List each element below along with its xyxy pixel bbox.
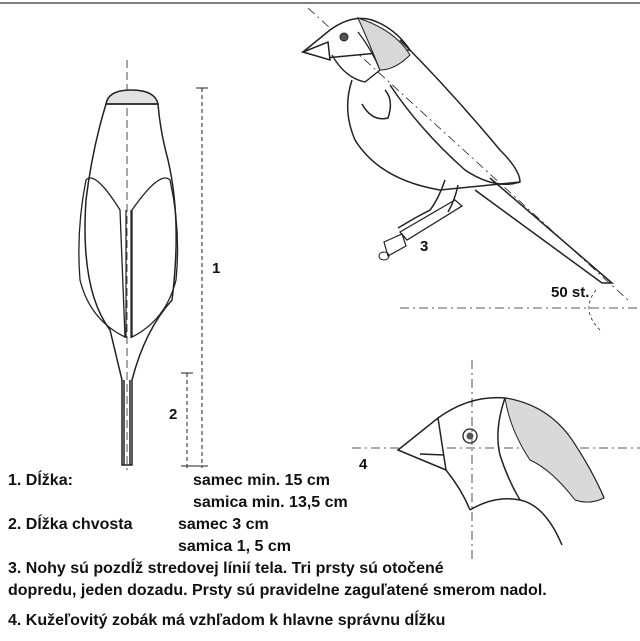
legend-item4: 4. Kužeľovitý zobák má vzhľadom k hlavne…	[8, 612, 446, 629]
legend-item1-female: samica min. 13,5 cm	[193, 494, 348, 511]
legend-item3-line2: dopredu, jeden dozadu. Prsty sú pravidel…	[8, 582, 547, 599]
length-marker: 1	[212, 260, 221, 277]
angle-label: 50 st.	[551, 284, 590, 301]
feet-marker: 3	[420, 238, 429, 255]
rear-body	[84, 103, 177, 466]
legend-item2-female: samica 1, 5 cm	[178, 538, 291, 555]
measure-lines	[181, 87, 208, 468]
right-wing	[131, 177, 179, 339]
legend-item1-male: samec min. 15 cm	[193, 472, 330, 489]
tail-marker: 2	[169, 406, 178, 423]
legend-item1-title: 1. Dĺžka:	[8, 472, 73, 489]
rear-head	[105, 89, 159, 105]
angle-arc	[588, 289, 601, 331]
rear-view-bird	[78, 60, 179, 470]
head-closeup	[352, 360, 640, 560]
legend-item2-title: 2. Dĺžka chvosta	[8, 516, 133, 533]
legend-item2-male: samec 3 cm	[178, 516, 269, 533]
side-view-bird	[300, 7, 640, 331]
left-wing	[78, 177, 126, 339]
legend-item3-line1: 3. Nohy sú pozdĺž stredovej línií tela. …	[8, 560, 444, 577]
beak-marker: 4	[359, 456, 368, 473]
